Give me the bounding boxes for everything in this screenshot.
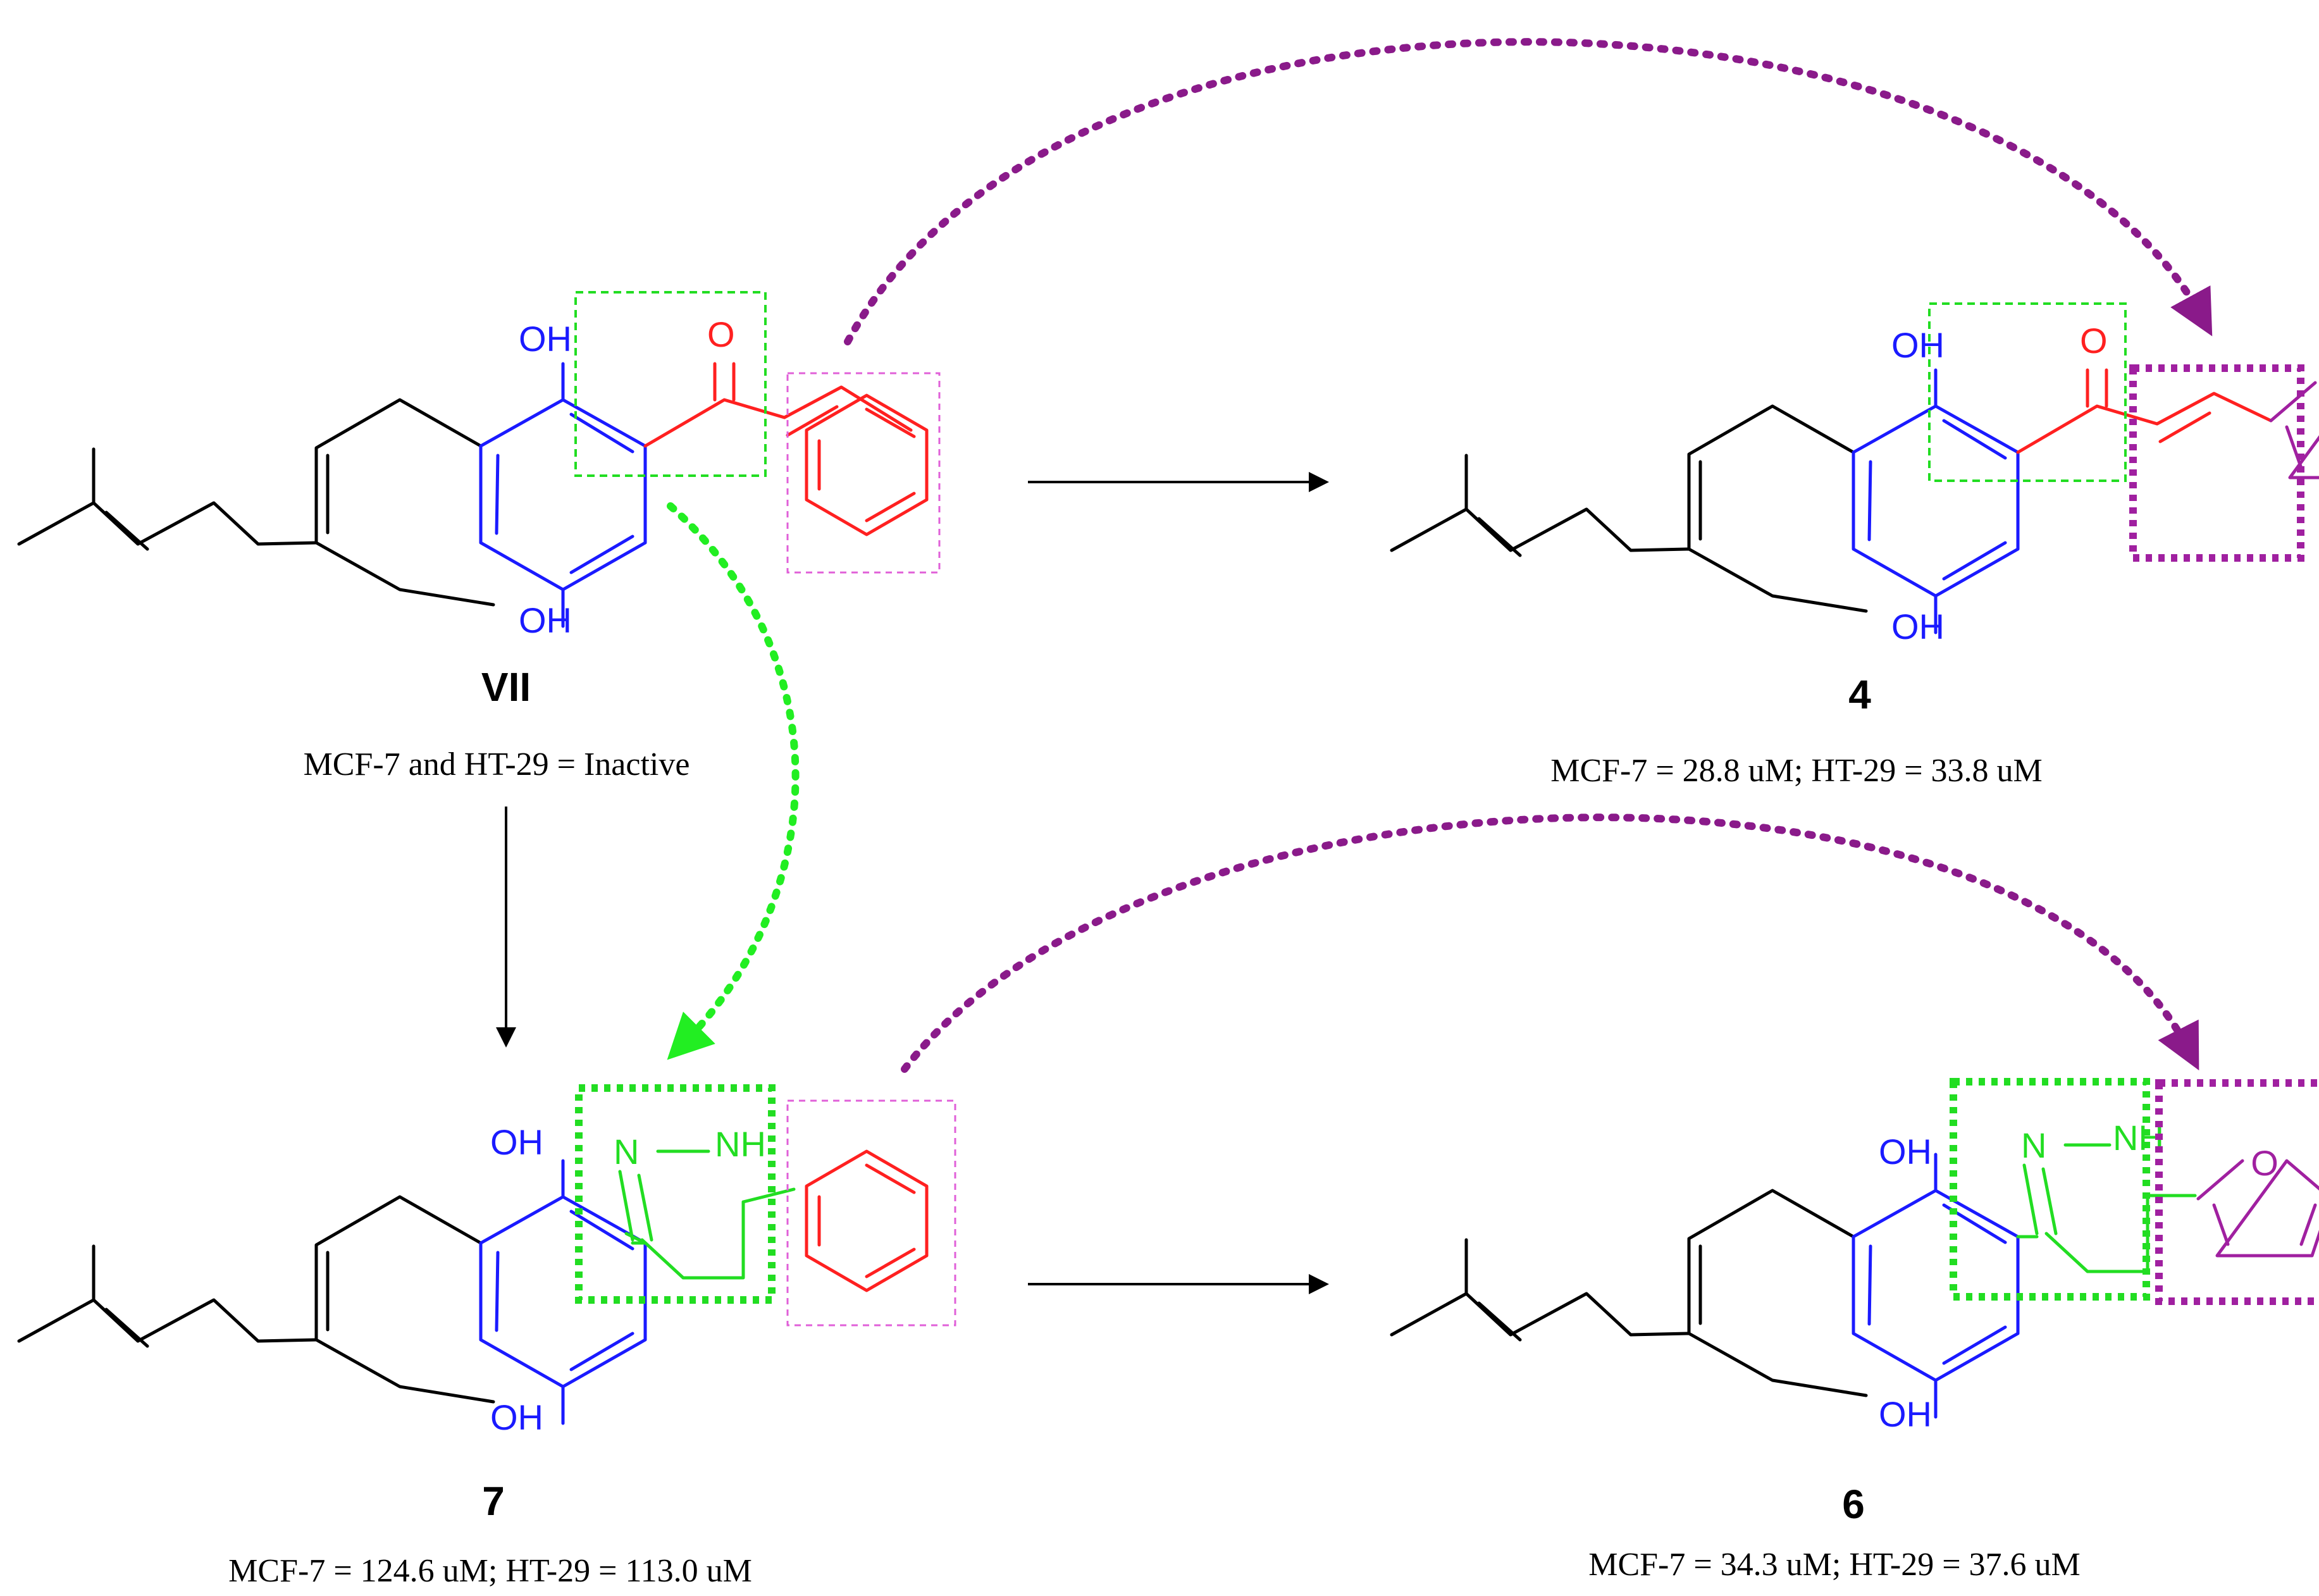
compound-4-carbonyl-o: O [2080,321,2108,361]
compound-VII-core [19,364,645,626]
compound-7-oh-bottom: OH [490,1397,543,1437]
compound-7-activity: MCF-7 = 124.6 uM; HT-29 = 113.0 uM [228,1553,752,1589]
compound-6-core [1392,1154,2018,1417]
compound-7-label: 7 [482,1478,505,1524]
compound-7-phenyl [807,1151,927,1290]
compound-4-enone-box [1928,302,2127,482]
compound-VII-phenyl [807,395,927,535]
compound-VII-activity: MCF-7 and HT-29 = Inactive [304,746,690,783]
compound-4-label: 4 [1848,672,1871,717]
compound-7-core [19,1161,645,1423]
compound-6-pyrazoline-box [1950,1078,2150,1301]
compound-6-label: 6 [1842,1482,1865,1527]
compound-6-oh-top: OH [1879,1132,1932,1172]
compound-4-furan [2271,383,2319,478]
arc-phenyl-to-furan-bottom [901,813,2199,1073]
arc-phenyl-to-furan-top [844,38,2213,345]
compound-7-n: N [614,1132,639,1172]
compound-7-nh: NH [715,1124,766,1164]
compound-6: OH OH N NH O 6 MCF-7 = 34.3 uM; HT-29 = … [1392,1078,2319,1583]
compound-VII-carbonyl-o: O [707,314,735,354]
compound-6-furan-o: O [2251,1143,2279,1183]
compound-4-oh-bottom: OH [1891,607,1945,646]
compound-4-oh-top: OH [1891,325,1945,365]
compound-VII-enone-box [574,291,767,477]
compound-VII-oh-bottom: OH [519,600,572,640]
compound-7-oh-top: OH [490,1122,543,1162]
compound-4-core [1392,370,2018,633]
compound-4-furan-box [2129,364,2304,562]
compound-6-oh-bottom: OH [1879,1394,1932,1434]
compound-4: OH OH O O 4 MCF-7 = 28.8 uM; HT-29 = 33.… [1392,302,2319,789]
compound-7-aryl-box [786,1099,956,1327]
compound-VII-oh-top: OH [519,319,572,359]
compound-VII-aryl-box [786,372,941,574]
arc-enone-to-pyrazoline [667,502,800,1060]
compound-6-furan-box [2155,1079,2319,1305]
compound-6-activity: MCF-7 = 34.3 uM; HT-29 = 37.6 uM [1588,1547,2081,1583]
compound-VII-label: VII [481,664,531,710]
compound-4-activity: MCF-7 = 28.8 uM; HT-29 = 33.8 uM [1550,753,2043,789]
compound-7: OH OH N NH 7 MCF-7 = 124.6 uM; HT-29 = 1… [19,1084,956,1589]
compound-VII: OH OH O VII MCF-7 and HT-29 = Inactive [19,291,941,783]
compound-6-n: N [2021,1125,2046,1165]
